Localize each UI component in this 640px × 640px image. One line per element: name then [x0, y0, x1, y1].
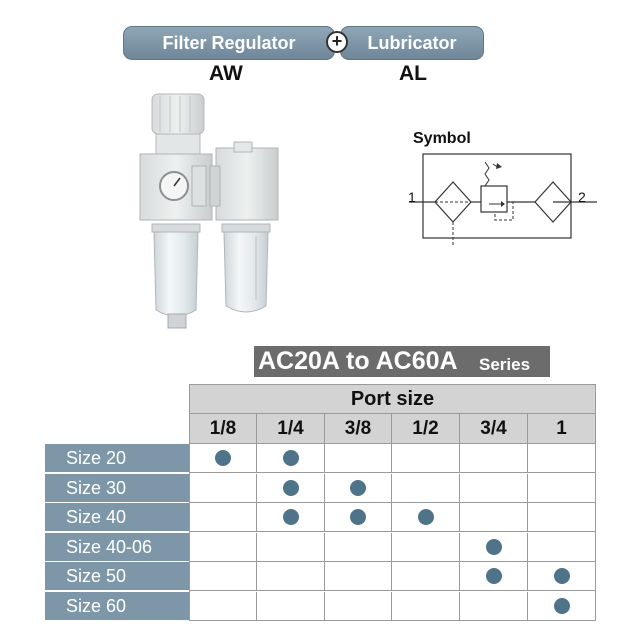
series-title: AC20A to AC60A	[258, 347, 458, 375]
column-header: 1/4	[257, 414, 325, 444]
model-code-al: AL	[399, 62, 427, 85]
port-label-out: 2	[578, 189, 586, 205]
table-cell	[189, 503, 257, 532]
row-header: Size 20	[45, 444, 189, 473]
table-cell	[460, 591, 528, 621]
table-cell	[528, 532, 596, 562]
table-cell	[257, 532, 325, 562]
table-cell	[325, 444, 392, 473]
product-image	[139, 93, 279, 329]
table-cell	[189, 562, 257, 591]
table-cell	[189, 532, 257, 562]
table-cell	[257, 562, 325, 591]
row-header: Size 30	[45, 473, 189, 503]
row-header: Size 40-06	[45, 532, 189, 562]
table-cell	[460, 532, 528, 562]
availability-dot	[282, 479, 299, 496]
table-cell	[392, 591, 460, 621]
table-cell	[528, 444, 596, 473]
table-cell	[460, 473, 528, 503]
availability-dot	[282, 450, 299, 466]
availability-dot	[417, 509, 434, 525]
table-cell	[325, 532, 392, 562]
table-cell	[460, 503, 528, 532]
table-cell	[189, 473, 257, 503]
filter-regulator-label: Filter Regulator	[123, 26, 335, 60]
column-header: 3/8	[325, 414, 392, 444]
series-subtitle: Series	[479, 355, 531, 374]
availability-dot	[215, 450, 231, 466]
row-header: Size 50	[45, 562, 189, 591]
table-cell	[257, 591, 325, 621]
table-cell	[257, 503, 325, 532]
row-header: Size 40	[45, 503, 189, 532]
plus-icon: +	[326, 31, 348, 53]
table-cell	[392, 473, 460, 503]
table-cell	[528, 562, 596, 591]
availability-dot	[350, 479, 366, 496]
table-cell	[325, 503, 392, 532]
port-size-header: Port size	[189, 384, 596, 414]
model-code-aw: AW	[209, 62, 243, 85]
table-cell	[325, 473, 392, 503]
row-header: Size 60	[45, 591, 189, 621]
column-header: 1	[528, 414, 596, 444]
table-cell	[257, 444, 325, 473]
table-cell	[392, 562, 460, 591]
pneumatic-symbol-diagram	[409, 153, 597, 246]
availability-dot	[553, 597, 570, 614]
table-cell	[325, 562, 392, 591]
table-cell	[392, 532, 460, 562]
column-header: 1/2	[392, 414, 460, 444]
table-cell	[528, 503, 596, 532]
table-cell	[392, 503, 460, 532]
series-banner: AC20A to AC60A Series	[254, 346, 550, 377]
table-cell	[528, 591, 596, 621]
table-cell	[460, 562, 528, 591]
column-header: 3/4	[460, 414, 528, 444]
table-cell	[325, 591, 392, 621]
availability-dot	[485, 568, 502, 584]
availability-dot	[282, 509, 299, 525]
table-cell	[460, 444, 528, 473]
port-label-in: 1	[408, 189, 416, 205]
table-cell	[528, 473, 596, 503]
availability-dot	[553, 568, 570, 584]
table-cell	[189, 444, 257, 473]
table-cell	[189, 591, 257, 621]
table-cell	[392, 444, 460, 473]
table-cell	[257, 473, 325, 503]
availability-dot	[485, 538, 502, 555]
availability-dot	[350, 509, 366, 525]
column-header: 1/8	[189, 414, 257, 444]
symbol-title: Symbol	[413, 130, 471, 147]
lubricator-label: Lubricator	[340, 26, 484, 60]
